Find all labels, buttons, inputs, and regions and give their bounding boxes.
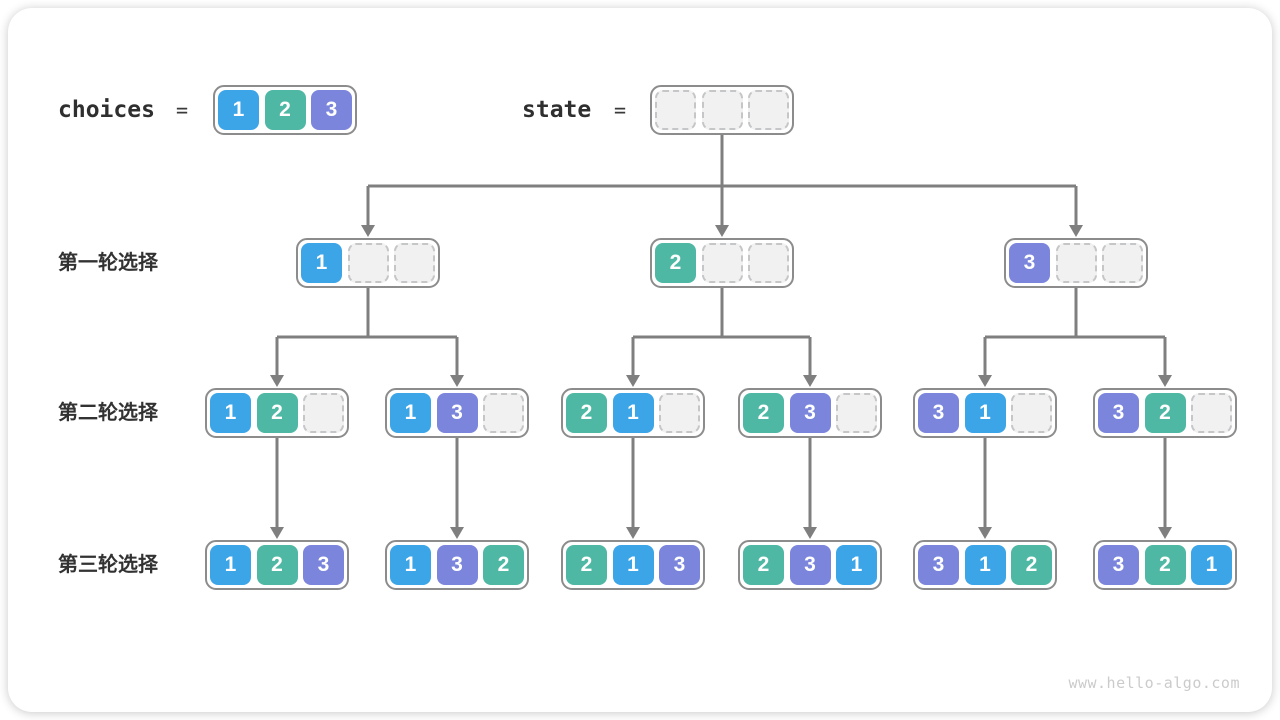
array-slot-value-1: 1	[210, 545, 251, 585]
array-slot-value-1: 1	[301, 243, 342, 283]
array-slot-value-3: 3	[303, 545, 344, 585]
array-slot-empty	[748, 243, 789, 283]
array-slot-value-2: 2	[256, 545, 298, 585]
arrowhead-icon	[270, 375, 284, 387]
array-slot-value-3: 3	[1098, 393, 1139, 433]
array-slot-empty	[303, 393, 344, 433]
array-slot-value-1: 1	[964, 393, 1006, 433]
array-slot-empty	[701, 243, 743, 283]
array-slot-value-2: 2	[1144, 393, 1186, 433]
watermark: www.hello-algo.com	[1068, 674, 1240, 692]
array-slot-value-3: 3	[311, 90, 352, 130]
state-array	[650, 85, 794, 135]
array-slot-value-2: 2	[743, 545, 784, 585]
row-label-round-3: 第三轮选择	[58, 554, 158, 576]
array-slot-value-2: 2	[566, 545, 607, 585]
arrowhead-icon	[715, 225, 729, 237]
state-node-round1-2: 2	[650, 238, 794, 288]
array-slot-value-2: 2	[566, 393, 607, 433]
state-node-round1-1: 1	[296, 238, 440, 288]
array-slot-value-1: 1	[218, 90, 259, 130]
array-slot-value-2: 2	[264, 90, 306, 130]
array-slot-value-2: 2	[483, 545, 524, 585]
arrowhead-icon	[978, 527, 992, 539]
arrowhead-icon	[626, 375, 640, 387]
arrowhead-icon	[270, 527, 284, 539]
array-slot-value-1: 1	[1191, 545, 1232, 585]
array-slot-value-3: 3	[918, 545, 959, 585]
arrowhead-icon	[450, 375, 464, 387]
array-slot-value-1: 1	[964, 545, 1006, 585]
array-slot-value-1: 1	[612, 545, 654, 585]
array-slot-value-3: 3	[436, 393, 478, 433]
arrowhead-icon	[361, 225, 375, 237]
array-slot-value-2: 2	[743, 393, 784, 433]
arrowhead-icon	[1158, 375, 1172, 387]
array-slot-value-2: 2	[1144, 545, 1186, 585]
array-slot-value-2: 2	[655, 243, 696, 283]
arrowhead-icon	[803, 527, 817, 539]
array-slot-empty	[347, 243, 389, 283]
state-equals-sign: =	[614, 98, 627, 122]
array-slot-value-2: 2	[1011, 545, 1052, 585]
array-slot-empty	[701, 90, 743, 130]
arrowhead-icon	[978, 375, 992, 387]
array-slot-value-1: 1	[390, 393, 431, 433]
array-slot-value-3: 3	[659, 545, 700, 585]
array-slot-empty	[483, 393, 524, 433]
array-slot-empty	[1102, 243, 1143, 283]
array-slot-empty	[748, 90, 789, 130]
state-label: state	[522, 97, 592, 123]
array-slot-empty	[836, 393, 877, 433]
array-slot-value-3: 3	[1098, 545, 1139, 585]
array-slot-empty	[655, 90, 696, 130]
array-slot-value-1: 1	[390, 545, 431, 585]
array-slot-value-3: 3	[789, 393, 831, 433]
array-slot-empty	[1055, 243, 1097, 283]
array-slot-value-1: 1	[210, 393, 251, 433]
array-slot-empty	[659, 393, 700, 433]
array-slot-value-3: 3	[436, 545, 478, 585]
arrowhead-icon	[803, 375, 817, 387]
array-slot-empty	[394, 243, 435, 283]
array-slot-value-3: 3	[1009, 243, 1050, 283]
array-slot-empty	[1191, 393, 1232, 433]
state-node-round1-3: 3	[1004, 238, 1148, 288]
row-label-round-1: 第一轮选择	[58, 252, 158, 274]
choices-equals-sign: =	[176, 98, 189, 122]
array-slot-value-1: 1	[612, 393, 654, 433]
array-slot-empty	[1011, 393, 1052, 433]
array-slot-value-1: 1	[836, 545, 877, 585]
array-slot-value-2: 2	[256, 393, 298, 433]
arrowhead-icon	[1069, 225, 1083, 237]
array-slot-value-3: 3	[918, 393, 959, 433]
arrowhead-icon	[450, 527, 464, 539]
choices-label: choices	[58, 97, 155, 123]
array-slot-value-3: 3	[789, 545, 831, 585]
arrowhead-icon	[626, 527, 640, 539]
row-label-round-2: 第二轮选择	[58, 402, 158, 424]
arrowhead-icon	[1158, 527, 1172, 539]
